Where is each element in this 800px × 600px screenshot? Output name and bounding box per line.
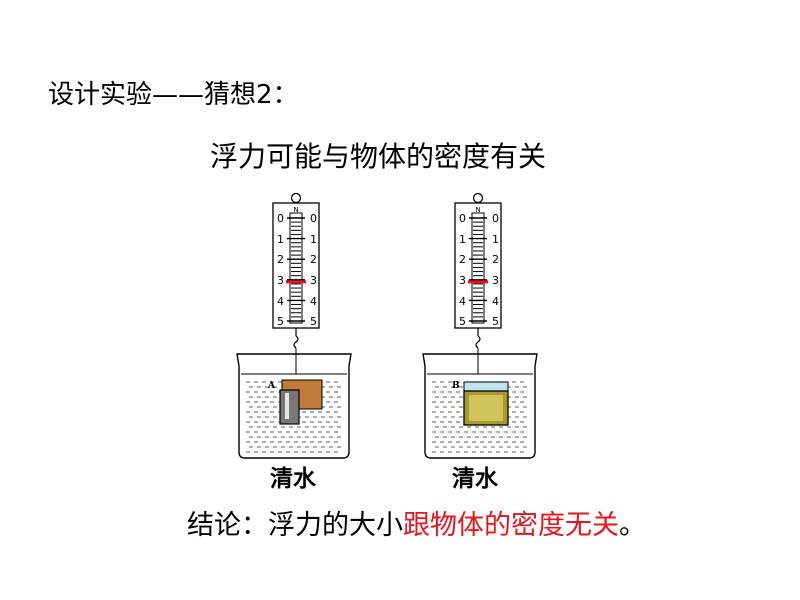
scale-tick-label-left: 2 — [277, 253, 284, 266]
scale-ring — [290, 192, 302, 204]
scale-tick-label-right: 4 — [492, 295, 499, 308]
scale-tick-label-left: 0 — [459, 212, 466, 225]
conclusion-suffix: 。 — [619, 510, 646, 541]
conclusion-prefix: 结论：浮力的大小 — [187, 510, 403, 541]
conclusion-highlight: 跟物体的密度无关 — [403, 510, 619, 541]
object-label-b: B — [452, 381, 460, 391]
scale-tick-label-right: 1 — [310, 233, 317, 246]
scale-tick-label-right: 3 — [310, 274, 317, 287]
object-b-top — [463, 381, 509, 392]
scale-tick-label-left: 0 — [277, 212, 284, 225]
scale-tick-label-right: 0 — [310, 212, 317, 225]
scale-unit-label: N — [293, 206, 298, 214]
scale-pointer-b — [468, 280, 488, 284]
object-a: A — [267, 379, 323, 425]
scale-pointer-a — [286, 280, 306, 284]
scale-tick-label-left: 1 — [277, 233, 284, 246]
object-b: B — [452, 381, 509, 426]
beaker-outline — [236, 353, 352, 459]
scale-tick-label-right: 1 — [492, 233, 499, 246]
slide-title: 设计实验——猜想2： — [48, 80, 299, 110]
scale-tick-label-left: 2 — [459, 253, 466, 266]
scale-tick-label-right: 0 — [492, 212, 499, 225]
scale-hook — [475, 335, 481, 349]
scale-tick-label-left: 3 — [459, 274, 466, 287]
scale-channel — [289, 212, 303, 324]
scale-tick-label-right: 2 — [492, 253, 499, 266]
scale-tick-label-right: 2 — [310, 253, 317, 266]
scale-tick-label-left: 4 — [277, 295, 284, 308]
scale-unit-label: N — [475, 206, 480, 214]
scale-tick-label-right: 5 — [492, 315, 499, 328]
setup-a: N 0 1 2 3 4 5 0 1 2 3 4 5 — [236, 192, 352, 459]
hypothesis-text: 浮力可能与物体的密度有关 — [210, 140, 547, 173]
scale-tick-label-left: 3 — [277, 274, 284, 287]
scale-tick-label-right: 3 — [492, 274, 499, 287]
scale-tick-label-left: 4 — [459, 295, 466, 308]
setup-b: N 0 1 2 3 4 5 0 1 2 3 4 5 — [422, 192, 538, 459]
scale-tick-label-right: 4 — [310, 295, 317, 308]
object-label-a: A — [267, 381, 276, 391]
spring-scale-b: N 0 1 2 3 4 5 0 1 2 3 4 5 — [454, 192, 502, 382]
object-a-insert — [279, 389, 300, 425]
scale-hook — [293, 335, 299, 349]
scale-tick-label-left: 5 — [459, 315, 466, 328]
liquid-label-b: 清水 — [452, 466, 498, 492]
beaker-outline — [422, 353, 538, 459]
scale-tick-label-left: 5 — [277, 315, 284, 328]
scale-channel — [471, 212, 485, 324]
scale-ring — [472, 192, 484, 204]
scale-tick-label-left: 1 — [459, 233, 466, 246]
liquid-label-a: 清水 — [270, 466, 316, 492]
spring-scale-a: N 0 1 2 3 4 5 0 1 2 3 4 5 — [272, 192, 320, 388]
scale-tick-label-right: 5 — [310, 315, 317, 328]
conclusion-text: 结论：浮力的大小跟物体的密度无关。 — [187, 512, 646, 539]
